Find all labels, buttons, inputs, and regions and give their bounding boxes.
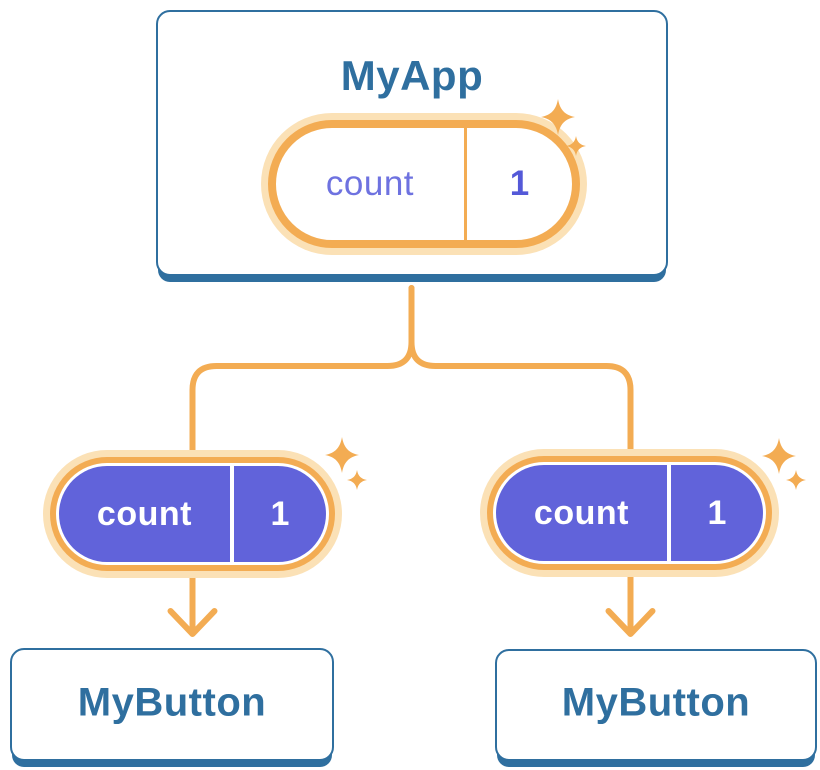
component-title: MyApp: [340, 52, 484, 99]
state-value: 1: [509, 164, 530, 203]
pill-ring: count 1: [56, 463, 329, 565]
prop-value: 1: [270, 494, 290, 533]
prop-pill-right: count 1: [487, 456, 772, 570]
pill-divider: [463, 128, 467, 240]
state-pill-root: count 1: [268, 120, 580, 248]
sparkle-icon: [566, 136, 586, 156]
arrow-down-icon: [167, 608, 218, 637]
component-title: MyButton: [561, 680, 751, 725]
pill-divider: [666, 465, 671, 561]
prop-name: count: [96, 494, 192, 533]
component-title: MyButton: [77, 680, 267, 725]
prop-pill-left: count 1: [50, 457, 335, 571]
prop-value: 1: [707, 493, 727, 532]
sparkle-icon: [762, 438, 796, 474]
sparkle-icon: [325, 437, 359, 473]
pill-body: count 1: [59, 466, 326, 562]
pill-ring: count 1: [493, 462, 766, 564]
component-card-mybutton-left: MyButton: [10, 648, 334, 761]
prop-name: count: [533, 493, 629, 532]
sparkle-icon: [541, 99, 575, 135]
arrow-down-icon: [605, 608, 656, 637]
component-card-mybutton-right: MyButton: [495, 649, 817, 761]
sparkle-icon: [786, 470, 806, 490]
sparkle-icon: [347, 470, 367, 490]
state-name: count: [325, 164, 415, 203]
pill-body: count 1: [496, 465, 763, 561]
